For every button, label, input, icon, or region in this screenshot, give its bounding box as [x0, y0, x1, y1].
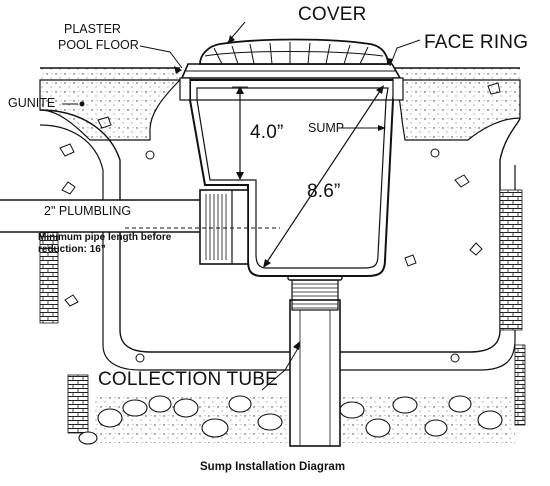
plumbing-pipe: [0, 189, 249, 265]
gunite-layer: [39, 79, 521, 371]
diagram-caption: Sump Installation Diagram: [200, 461, 346, 473]
plaster-arrow-icon: [174, 66, 182, 74]
plumbing-label: 2" PLUMBLING: [44, 204, 132, 218]
collection-tube: [287, 265, 343, 447]
dimension-diagonal: [263, 85, 384, 268]
pool-floor-label: POOL FLOOR: [58, 38, 139, 52]
cover-label: COVER: [298, 4, 367, 25]
sump-arrow-icon: [378, 125, 386, 131]
collection-tube-label: COLLECTION TUBE: [98, 369, 279, 390]
plaster-label: PLASTER: [64, 22, 121, 36]
cover: [199, 38, 389, 65]
diagonal-dimension-label: 8.6”: [307, 181, 341, 202]
min-pipe-length-line2: reduction: 16”: [38, 244, 106, 255]
dimension-depth: [232, 86, 248, 180]
face-ring: [179, 63, 404, 101]
block-wall: [39, 189, 526, 434]
sump-label: SUMP: [308, 121, 345, 135]
face-ring-label: FACE RING: [424, 32, 529, 53]
tube-arrow-icon: [293, 341, 300, 350]
min-pipe-length-line1: Minimum pipe length before: [38, 232, 172, 243]
gunite-dot-icon: [79, 101, 85, 107]
cover-arrow-icon: [228, 35, 235, 44]
depth-dimension-label: 4.0”: [250, 122, 284, 143]
face-ring-arrow-icon: [387, 58, 393, 66]
gunite-label: GUNITE: [8, 96, 56, 110]
plaster-layer: [40, 67, 520, 80]
